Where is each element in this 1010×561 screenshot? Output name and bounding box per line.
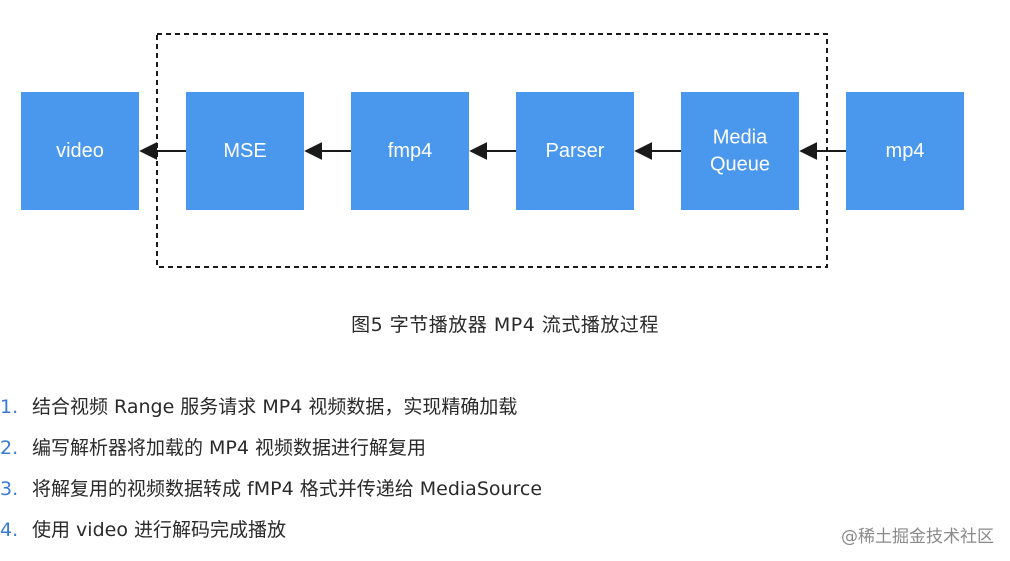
node-mp4: mp4 — [846, 92, 964, 210]
step-text: 使用 video 进行解码完成播放 — [32, 519, 286, 541]
node-label: MSE — [223, 140, 266, 162]
node-video: video — [21, 92, 139, 210]
step-number: 2. — [0, 437, 19, 459]
node-mse: MSE — [186, 92, 304, 210]
step-item-1: 1. 结合视频 Range 服务请求 MP4 视频数据，实现精确加载 — [0, 392, 517, 419]
node-label: mp4 — [886, 140, 925, 162]
step-text: 将解复用的视频数据转成 fMP4 格式并传递给 MediaSource — [32, 478, 543, 500]
node-label-line: mp4 — [886, 140, 925, 162]
node-label: fmp4 — [388, 140, 432, 162]
node-label-line: fmp4 — [388, 140, 432, 162]
step-number: 3. — [0, 478, 19, 500]
node-label-line: video — [56, 140, 104, 162]
node-box — [21, 92, 139, 210]
node-label-line: MSE — [223, 140, 266, 162]
node-box — [516, 92, 634, 210]
node-label-line: Parser — [546, 140, 605, 162]
step-number: 1. — [0, 396, 19, 418]
step-text: 结合视频 Range 服务请求 MP4 视频数据，实现精确加载 — [32, 396, 518, 418]
node-box — [186, 92, 304, 210]
node-fmp4: fmp4 — [351, 92, 469, 210]
node-label-line: Queue — [710, 154, 770, 176]
node-label: video — [56, 140, 104, 162]
step-item-3: 3. 将解复用的视频数据转成 fMP4 格式并传递给 MediaSource — [0, 474, 542, 501]
step-item-4: 4. 使用 video 进行解码完成播放 — [0, 515, 286, 542]
step-item-2: 2. 编写解析器将加载的 MP4 视频数据进行解复用 — [0, 433, 426, 460]
step-number: 4. — [0, 519, 19, 541]
site-watermark: @稀土掘金技术社区 — [841, 527, 994, 547]
node-box — [351, 92, 469, 210]
node-label-line: Media — [713, 127, 768, 149]
figure-caption: 图5 字节播放器 MP4 流式播放过程 — [351, 314, 659, 336]
step-text: 编写解析器将加载的 MP4 视频数据进行解复用 — [32, 437, 427, 459]
node-parser: Parser — [516, 92, 634, 210]
node-box — [681, 92, 799, 210]
node-box — [846, 92, 964, 210]
node-label: Parser — [546, 140, 605, 162]
